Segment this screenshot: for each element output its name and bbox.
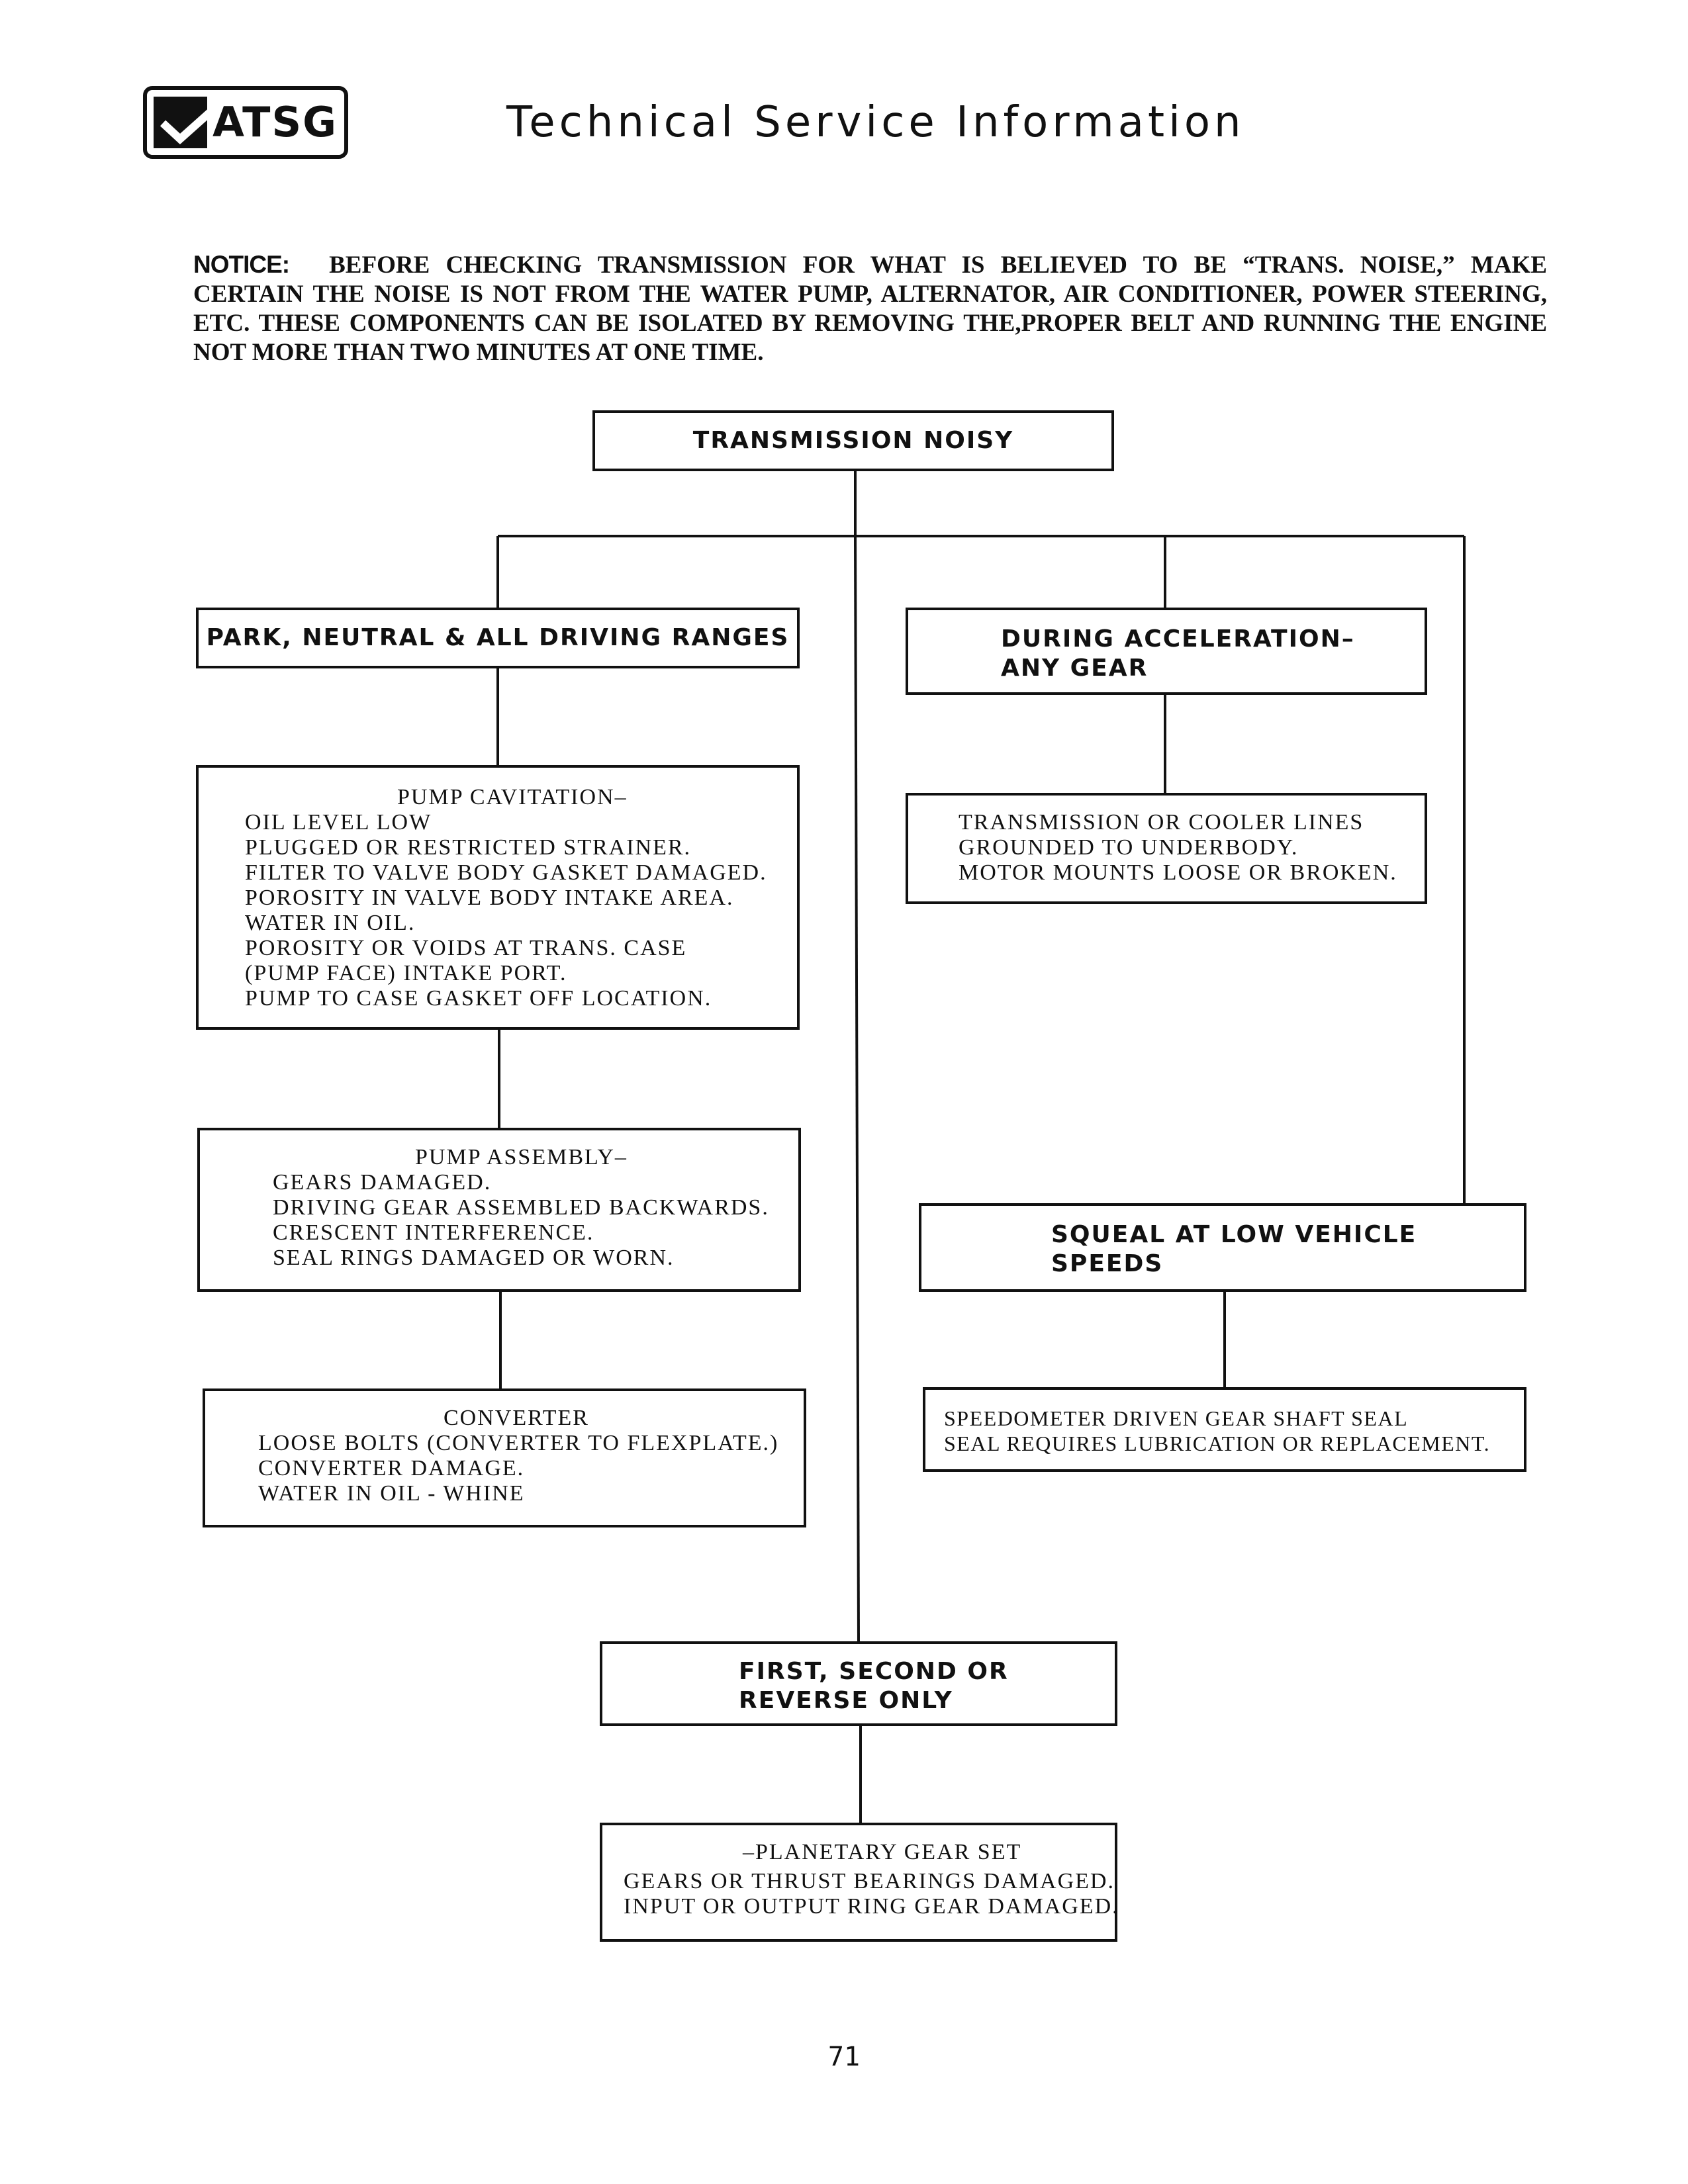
node-title: PUMP CAVITATION– (397, 785, 628, 809)
list-item: CRESCENT INTERFERENCE. (273, 1220, 594, 1245)
list-item: CONVERTER DAMAGE. (258, 1456, 525, 1480)
list-item: (PUMP FACE) INTAKE PORT. (245, 961, 567, 985)
node-title: –PLANETARY GEAR SET (743, 1840, 1022, 1864)
node-speedometer-seal: SPEEDOMETER DRIVEN GEAR SHAFT SEAL SEAL … (923, 1387, 1526, 1472)
list-item: OIL LEVEL LOW (245, 810, 432, 835)
checkmark-icon (154, 97, 220, 148)
notice-label: NOTICE: (193, 251, 290, 278)
list-item: GEARS DAMAGED. (273, 1170, 492, 1195)
node-title: CONVERTER (444, 1406, 589, 1430)
list-item: GEARS OR THRUST BEARINGS DAMAGED. (624, 1869, 1115, 1893)
node-converter: CONVERTER LOOSE BOLTS (CONVERTER TO FLEX… (203, 1388, 806, 1527)
node-during-acceleration: DURING ACCELERATION– ANY GEAR (906, 608, 1427, 695)
list-item: POROSITY IN VALVE BODY INTAKE AREA. (245, 886, 734, 910)
node-cooler-lines: TRANSMISSION OR COOLER LINES GROUNDED TO… (906, 793, 1427, 904)
node-title: PUMP ASSEMBLY– (415, 1145, 628, 1169)
list-item: FILTER TO VALVE BODY GASKET DAMAGED. (245, 860, 767, 885)
node-label-line1: SQUEAL AT LOW VEHICLE (1051, 1221, 1417, 1248)
notice-paragraph: NOTICE:BEFORE CHECKING TRANSMISSION FOR … (193, 250, 1547, 367)
list-item: MOTOR MOUNTS LOOSE OR BROKEN. (959, 860, 1397, 885)
node-pump-cavitation: PUMP CAVITATION– OIL LEVEL LOW PLUGGED O… (196, 765, 800, 1030)
node-label-line2: SPEEDS (1051, 1250, 1164, 1277)
list-item: PLUGGED OR RESTRICTED STRAINER. (245, 835, 692, 860)
node-pump-assembly: PUMP ASSEMBLY– GEARS DAMAGED. DRIVING GE… (197, 1128, 801, 1292)
list-item: WATER IN OIL. (245, 911, 416, 935)
node-label-line1: DURING ACCELERATION– (1001, 625, 1355, 653)
list-item: POROSITY OR VOIDS AT TRANS. CASE (245, 936, 687, 960)
list-item: INPUT OR OUTPUT RING GEAR DAMAGED. (624, 1894, 1119, 1919)
atsg-logo: ATSG (143, 86, 348, 159)
list-item: LOOSE BOLTS (CONVERTER TO FLEXPLATE.) (258, 1431, 779, 1455)
list-item: SEAL RINGS DAMAGED OR WORN. (273, 1246, 675, 1270)
page-title: Technical Service Information (506, 98, 1245, 147)
notice-text: BEFORE CHECKING TRANSMISSION FOR WHAT IS… (193, 251, 1547, 366)
list-item: PUMP TO CASE GASKET OFF LOCATION. (245, 986, 712, 1011)
node-label-line1: FIRST, SECOND OR (739, 1658, 1009, 1685)
list-item: TRANSMISSION OR COOLER LINES (959, 810, 1364, 835)
node-transmission-noisy: TRANSMISSION NOISY (592, 410, 1114, 471)
node-park-neutral-driving-ranges: PARK, NEUTRAL & ALL DRIVING RANGES (196, 608, 800, 668)
connector-to-first-second (854, 535, 860, 1643)
node-planetary-gear-set: –PLANETARY GEAR SET GEARS OR THRUST BEAR… (600, 1823, 1119, 1942)
list-item: SEAL REQUIRES LUBRICATION OR REPLACEMENT… (944, 1432, 1491, 1455)
logo-text: ATSG (212, 98, 338, 146)
list-item: SPEEDOMETER DRIVEN GEAR SHAFT SEAL (944, 1406, 1409, 1430)
node-label: PARK, NEUTRAL & ALL DRIVING RANGES (206, 624, 790, 651)
list-item: WATER IN OIL - WHINE (258, 1481, 525, 1506)
node-squeal-low-speeds: SQUEAL AT LOW VEHICLE SPEEDS (919, 1203, 1526, 1292)
node-first-second-reverse: FIRST, SECOND OR REVERSE ONLY (600, 1641, 1117, 1726)
node-label: TRANSMISSION NOISY (692, 427, 1014, 454)
node-label-line2: ANY GEAR (1001, 655, 1149, 682)
node-label-line2: REVERSE ONLY (739, 1687, 953, 1714)
page-number: 71 (827, 2042, 861, 2072)
list-item: GROUNDED TO UNDERBODY. (959, 835, 1299, 860)
list-item: DRIVING GEAR ASSEMBLED BACKWARDS. (273, 1195, 769, 1220)
